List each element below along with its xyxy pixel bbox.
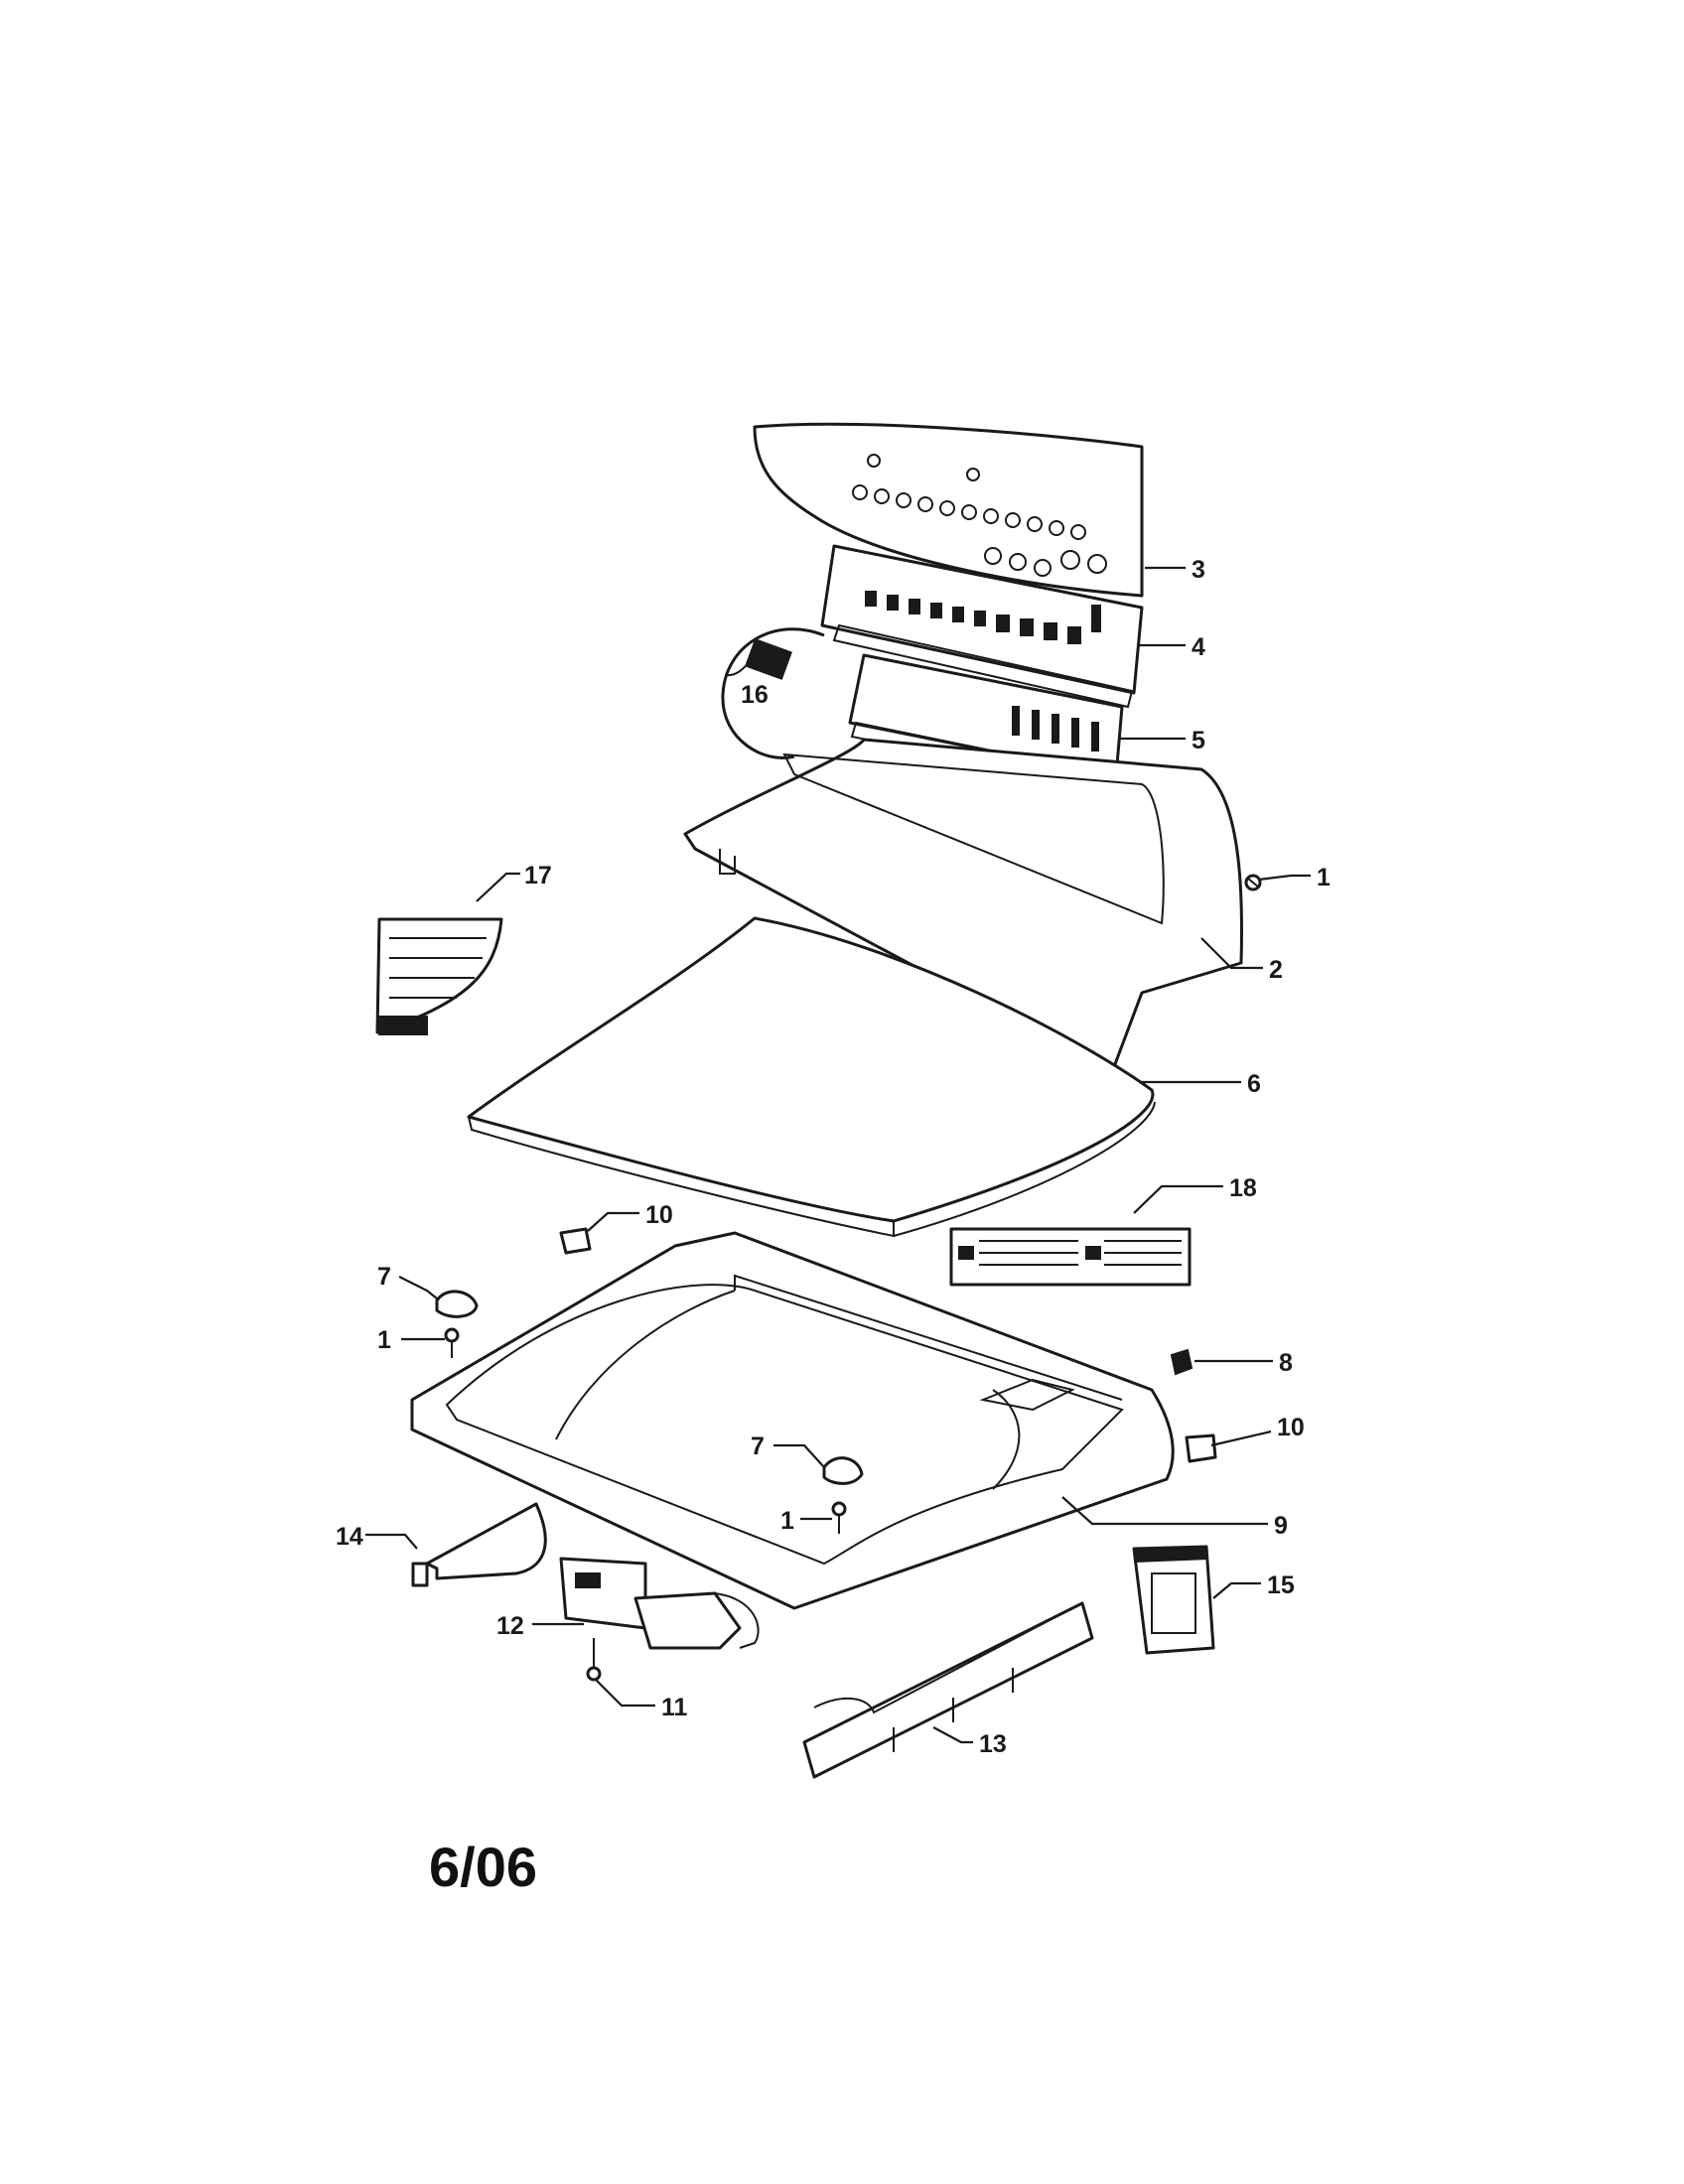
callout-10-upper: 10 [645,1201,673,1229]
callout-15: 15 [1267,1571,1295,1599]
part-10-clip-upper [559,1227,592,1255]
callout-16: 16 [741,681,769,709]
part-3-overlay [753,422,1144,598]
part-2-console-housing [683,738,1244,1083]
part-16-wire-harness [721,627,825,759]
part-8-lid-switch [1170,1348,1193,1376]
callout-8: 8 [1279,1349,1293,1377]
part-7-cap-upper [435,1290,479,1318]
callout-1-top: 1 [1317,864,1331,891]
part-10-clip-lower [1185,1433,1217,1463]
part-13-rail [802,1601,1094,1779]
callout-5: 5 [1192,727,1205,754]
callout-6: 6 [1247,1070,1261,1098]
callout-9: 9 [1274,1512,1288,1540]
part-4-console-bezel [820,544,1144,709]
part-14-bracket [411,1502,547,1587]
part-18-caution-label [949,1227,1192,1287]
callout-17: 17 [524,862,552,889]
callout-3: 3 [1192,556,1205,584]
callout-18: 18 [1229,1174,1257,1202]
part-12-lid-lock [559,1557,760,1650]
part-9-top-cover [410,1231,1175,1610]
part-1-screw-left [444,1327,460,1358]
callout-1-lower: 1 [780,1507,794,1535]
part-7-cap-lower [822,1456,864,1485]
callout-7-lower: 7 [751,1433,765,1460]
leader-lines [365,566,1311,1744]
part-15-literature-bag [1132,1545,1215,1655]
callout-12: 12 [496,1612,524,1640]
callout-1-left: 1 [377,1326,391,1354]
part-1-screw-lower [831,1501,847,1534]
part-11-screw [586,1638,602,1682]
callout-4: 4 [1192,633,1205,661]
callout-13: 13 [979,1730,1007,1758]
callout-2: 2 [1269,956,1283,984]
callout-14: 14 [336,1523,363,1551]
part-6-lid [467,916,1156,1238]
date-code: 6/06 [429,1836,537,1898]
part-17-warning-label [375,917,503,1035]
part-1-screw-top [1244,874,1262,891]
callout-11: 11 [661,1694,688,1721]
callout-7-upper: 7 [377,1263,391,1291]
callout-10-lower: 10 [1277,1414,1305,1441]
